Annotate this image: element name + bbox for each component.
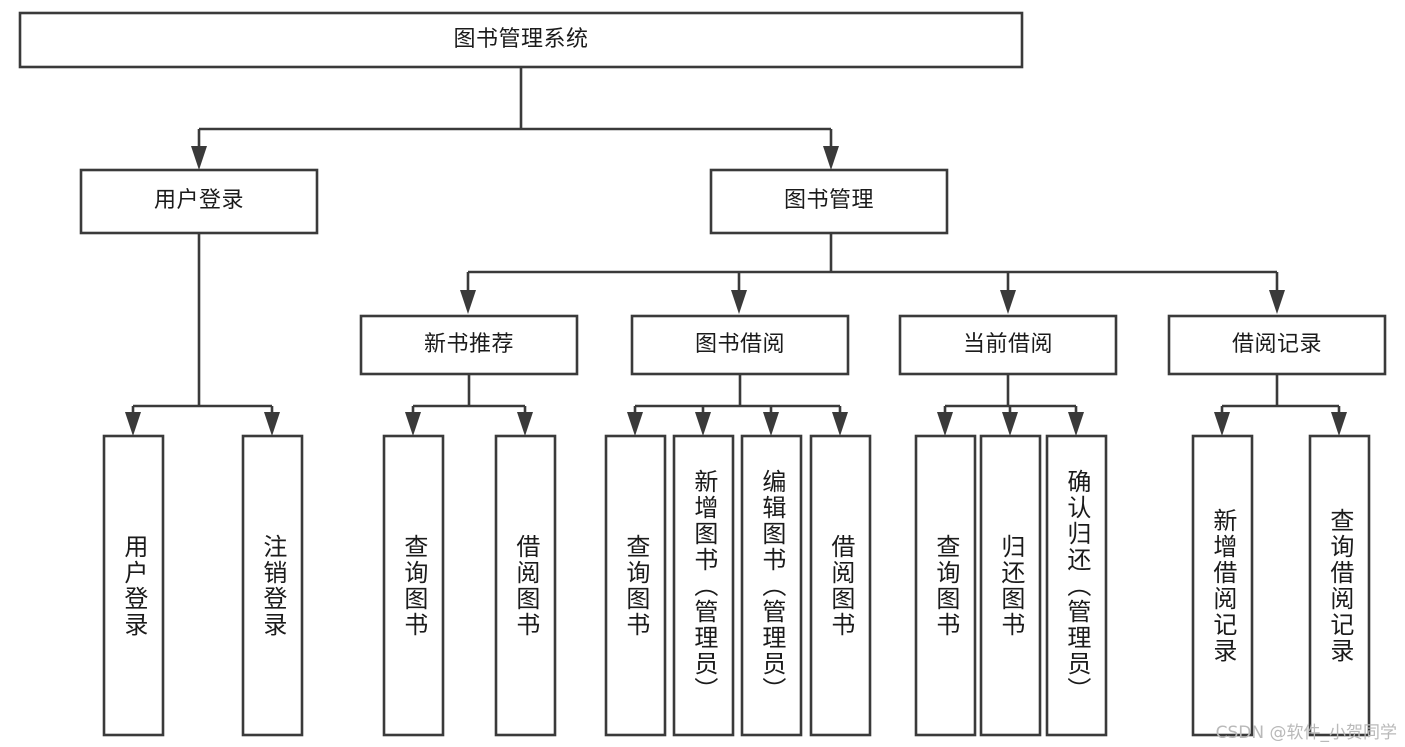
arrowhead-leaf-borrow-book-2 — [832, 412, 848, 436]
arrowhead-new-book-rec — [460, 290, 476, 314]
node-new-book-rec-rect[interactable] — [359, 314, 579, 376]
node-leaf-confirm-return-rect[interactable] — [1045, 434, 1108, 737]
arrowhead-leaf-add-book — [695, 412, 711, 436]
arrowhead-leaf-query-book-1 — [405, 412, 421, 436]
arrowhead-borrow-record — [1269, 290, 1285, 314]
node-leaf-add-record-rect[interactable] — [1191, 434, 1254, 737]
node-leaf-query-book-3-rect[interactable] — [914, 434, 977, 737]
arrowhead-leaf-confirm-return — [1068, 412, 1084, 436]
node-leaf-edit-book-rect[interactable] — [740, 434, 803, 737]
arrowhead-leaf-user-logout — [264, 412, 280, 436]
node-user-login-rect[interactable] — [79, 168, 319, 235]
arrowhead-user-login — [191, 146, 207, 170]
arrowhead-leaf-add-record — [1214, 412, 1230, 436]
arrowhead-current-borrow — [1000, 290, 1016, 314]
node-leaf-add-book-rect[interactable] — [672, 434, 735, 737]
arrowhead-leaf-query-book-2 — [627, 412, 643, 436]
node-leaf-query-book-2-rect[interactable] — [604, 434, 667, 737]
node-leaf-return-book-rect[interactable] — [979, 434, 1042, 737]
node-current-borrow-rect[interactable] — [898, 314, 1118, 376]
arrowhead-leaf-query-record — [1331, 412, 1347, 436]
node-leaf-user-login-rect[interactable] — [102, 434, 165, 737]
arrowhead-leaf-borrow-book-1 — [517, 412, 533, 436]
arrowhead-leaf-return-book — [1002, 412, 1018, 436]
node-leaf-borrow-book-2-rect[interactable] — [809, 434, 872, 737]
node-leaf-user-logout-rect[interactable] — [241, 434, 304, 737]
arrowhead-leaf-query-book-3 — [937, 412, 953, 436]
node-root-rect[interactable] — [18, 11, 1024, 69]
node-book-manage-rect[interactable] — [709, 168, 949, 235]
arrowhead-leaf-user-login — [125, 412, 141, 436]
node-book-borrow-rect[interactable] — [630, 314, 850, 376]
arrowhead-book-borrow — [731, 290, 747, 314]
node-leaf-query-record-rect[interactable] — [1308, 434, 1371, 737]
arrowhead-leaf-edit-book — [763, 412, 779, 436]
node-leaf-query-book-1-rect[interactable] — [382, 434, 445, 737]
arrowhead-book-manage — [823, 146, 839, 170]
node-borrow-record-rect[interactable] — [1167, 314, 1387, 376]
node-leaf-borrow-book-1-rect[interactable] — [494, 434, 557, 737]
